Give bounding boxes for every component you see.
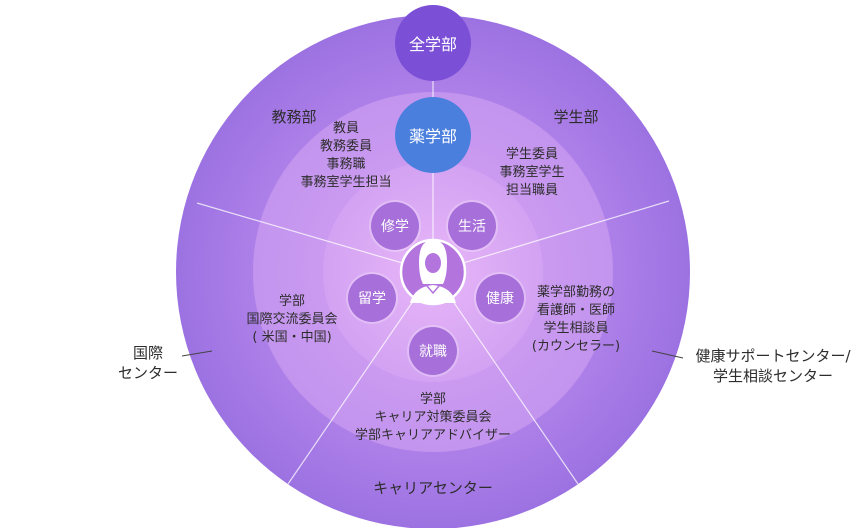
career-members: 学部 キャリア対策委員会 学部キャリアアドバイザー xyxy=(354,392,511,443)
topic-kenko: 健康 xyxy=(476,274,524,322)
topic-shugaku: 修学 xyxy=(371,202,419,250)
topic-ryugaku: 留学 xyxy=(348,274,396,322)
career-center-label: キャリアセンター xyxy=(373,479,493,497)
all-faculties-hub: 全学部 xyxy=(395,5,471,81)
topic-label: 留学 xyxy=(358,291,386,307)
topic-label: 修学 xyxy=(381,219,409,235)
kenko-leader xyxy=(651,350,684,359)
gakusei-members: 学生委員 事務室学生 担当職員 xyxy=(499,147,565,198)
kyomu-members: 教員 教務委員 事務職 事務室学生担当 xyxy=(300,121,392,190)
topic-label: 健康 xyxy=(486,291,514,307)
pharmacy-faculty-label: 薬学部 xyxy=(408,127,457,146)
kokusai-leader xyxy=(181,350,213,357)
topic-shushoku: 就職 xyxy=(409,327,457,375)
topic-label: 就職 xyxy=(419,344,447,360)
kokusai-members: 学部 国際交流委員会 ( 米国・中国) xyxy=(246,294,338,345)
all-faculties-label: 全学部 xyxy=(408,35,457,54)
kenko-members: 薬学部勤務の 看護師・医師 学生相談員 (カウンセラー) xyxy=(531,285,621,354)
student-silhouette-icon xyxy=(399,238,467,306)
gakusei-title: 学生部 xyxy=(553,108,599,126)
topic-seikatsu: 生活 xyxy=(448,202,496,250)
topic-label: 生活 xyxy=(458,219,486,235)
pharmacy-faculty-hub: 薬学部 xyxy=(395,97,471,173)
kyomu-title: 教務部 xyxy=(271,108,317,126)
kokusai-center-label: 国際 センター xyxy=(117,344,178,382)
kenko-center-label: 健康サポートセンター/ 学生相談センター xyxy=(695,347,851,385)
